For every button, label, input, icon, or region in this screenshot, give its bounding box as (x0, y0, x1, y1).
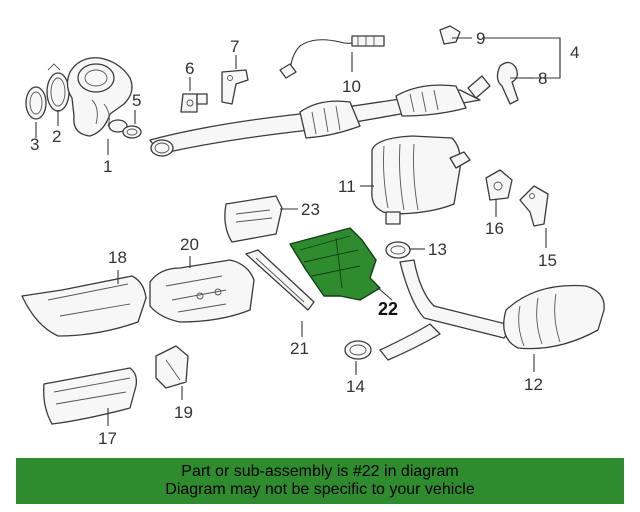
callout-23: 23 (301, 200, 320, 219)
banner-line-1: Part or sub-assembly is #22 in diagram (181, 463, 459, 480)
part-10-oxygen-sensor[interactable] (279, 35, 385, 79)
callout-numbers: 3 2 1 5 6 7 10 9 4 8 11 16 15 13 23 22 1… (30, 29, 579, 448)
part-8-hanger[interactable] (496, 61, 519, 105)
part-3-gasket[interactable] (25, 86, 47, 120)
callout-16: 16 (485, 219, 504, 238)
part-17-heat-shield[interactable] (43, 367, 138, 425)
info-banner: Part or sub-assembly is #22 in diagram D… (16, 458, 624, 504)
front-pipe[interactable] (149, 75, 491, 157)
callout-15: 15 (538, 251, 557, 270)
callout-4: 4 (570, 43, 579, 62)
callout-20: 20 (180, 235, 199, 254)
callout-18: 18 (108, 248, 127, 267)
part-14-clamp[interactable] (344, 340, 372, 360)
part-19-bracket[interactable] (155, 345, 189, 389)
part-21-heat-shield[interactable] (245, 249, 315, 311)
callout-22: 22 (378, 299, 398, 319)
part-9-clamp[interactable] (439, 25, 461, 45)
part-12-rear-muffler[interactable] (379, 259, 605, 361)
callout-21: 21 (290, 339, 309, 358)
part-7-bracket[interactable] (221, 69, 249, 105)
part-23-heat-shield[interactable] (224, 195, 283, 243)
part-20-heat-shield[interactable] (149, 259, 255, 323)
leader-lines (35, 37, 561, 426)
callout-8: 8 (538, 69, 547, 88)
callout-5: 5 (132, 91, 141, 110)
banner-line-2: Diagram may not be specific to your vehi… (165, 481, 475, 498)
callout-9: 9 (476, 29, 485, 48)
callout-17: 17 (98, 429, 117, 448)
part-22-shape (289, 227, 381, 301)
callout-6: 6 (185, 59, 194, 78)
callout-13: 13 (428, 240, 447, 259)
callout-19: 19 (174, 403, 193, 422)
part-22-heat-shield-highlighted[interactable] (289, 227, 381, 301)
part-5-ring[interactable] (122, 125, 142, 139)
callout-10: 10 (342, 77, 361, 96)
part-18-heat-shield[interactable] (21, 275, 147, 337)
part-16-rubber-mount[interactable] (485, 169, 513, 201)
part-6-bracket[interactable] (180, 93, 208, 113)
callout-3: 3 (30, 135, 39, 154)
callout-1: 1 (103, 157, 112, 176)
part-2-clamp[interactable] (46, 63, 70, 112)
callout-7: 7 (230, 37, 239, 56)
part-1-catalytic-converter[interactable] (66, 57, 133, 137)
callout-14: 14 (346, 377, 365, 396)
callout-12: 12 (524, 375, 543, 394)
part-11-rear-muffler[interactable] (371, 135, 471, 225)
part-13-clamp[interactable] (385, 241, 411, 259)
exhaust-parts-diagram: 3 2 1 5 6 7 10 9 4 8 11 16 15 13 23 22 1… (21, 25, 605, 448)
callout-2: 2 (52, 127, 61, 146)
part-15-bracket[interactable] (519, 185, 549, 227)
callout-11: 11 (338, 177, 356, 196)
